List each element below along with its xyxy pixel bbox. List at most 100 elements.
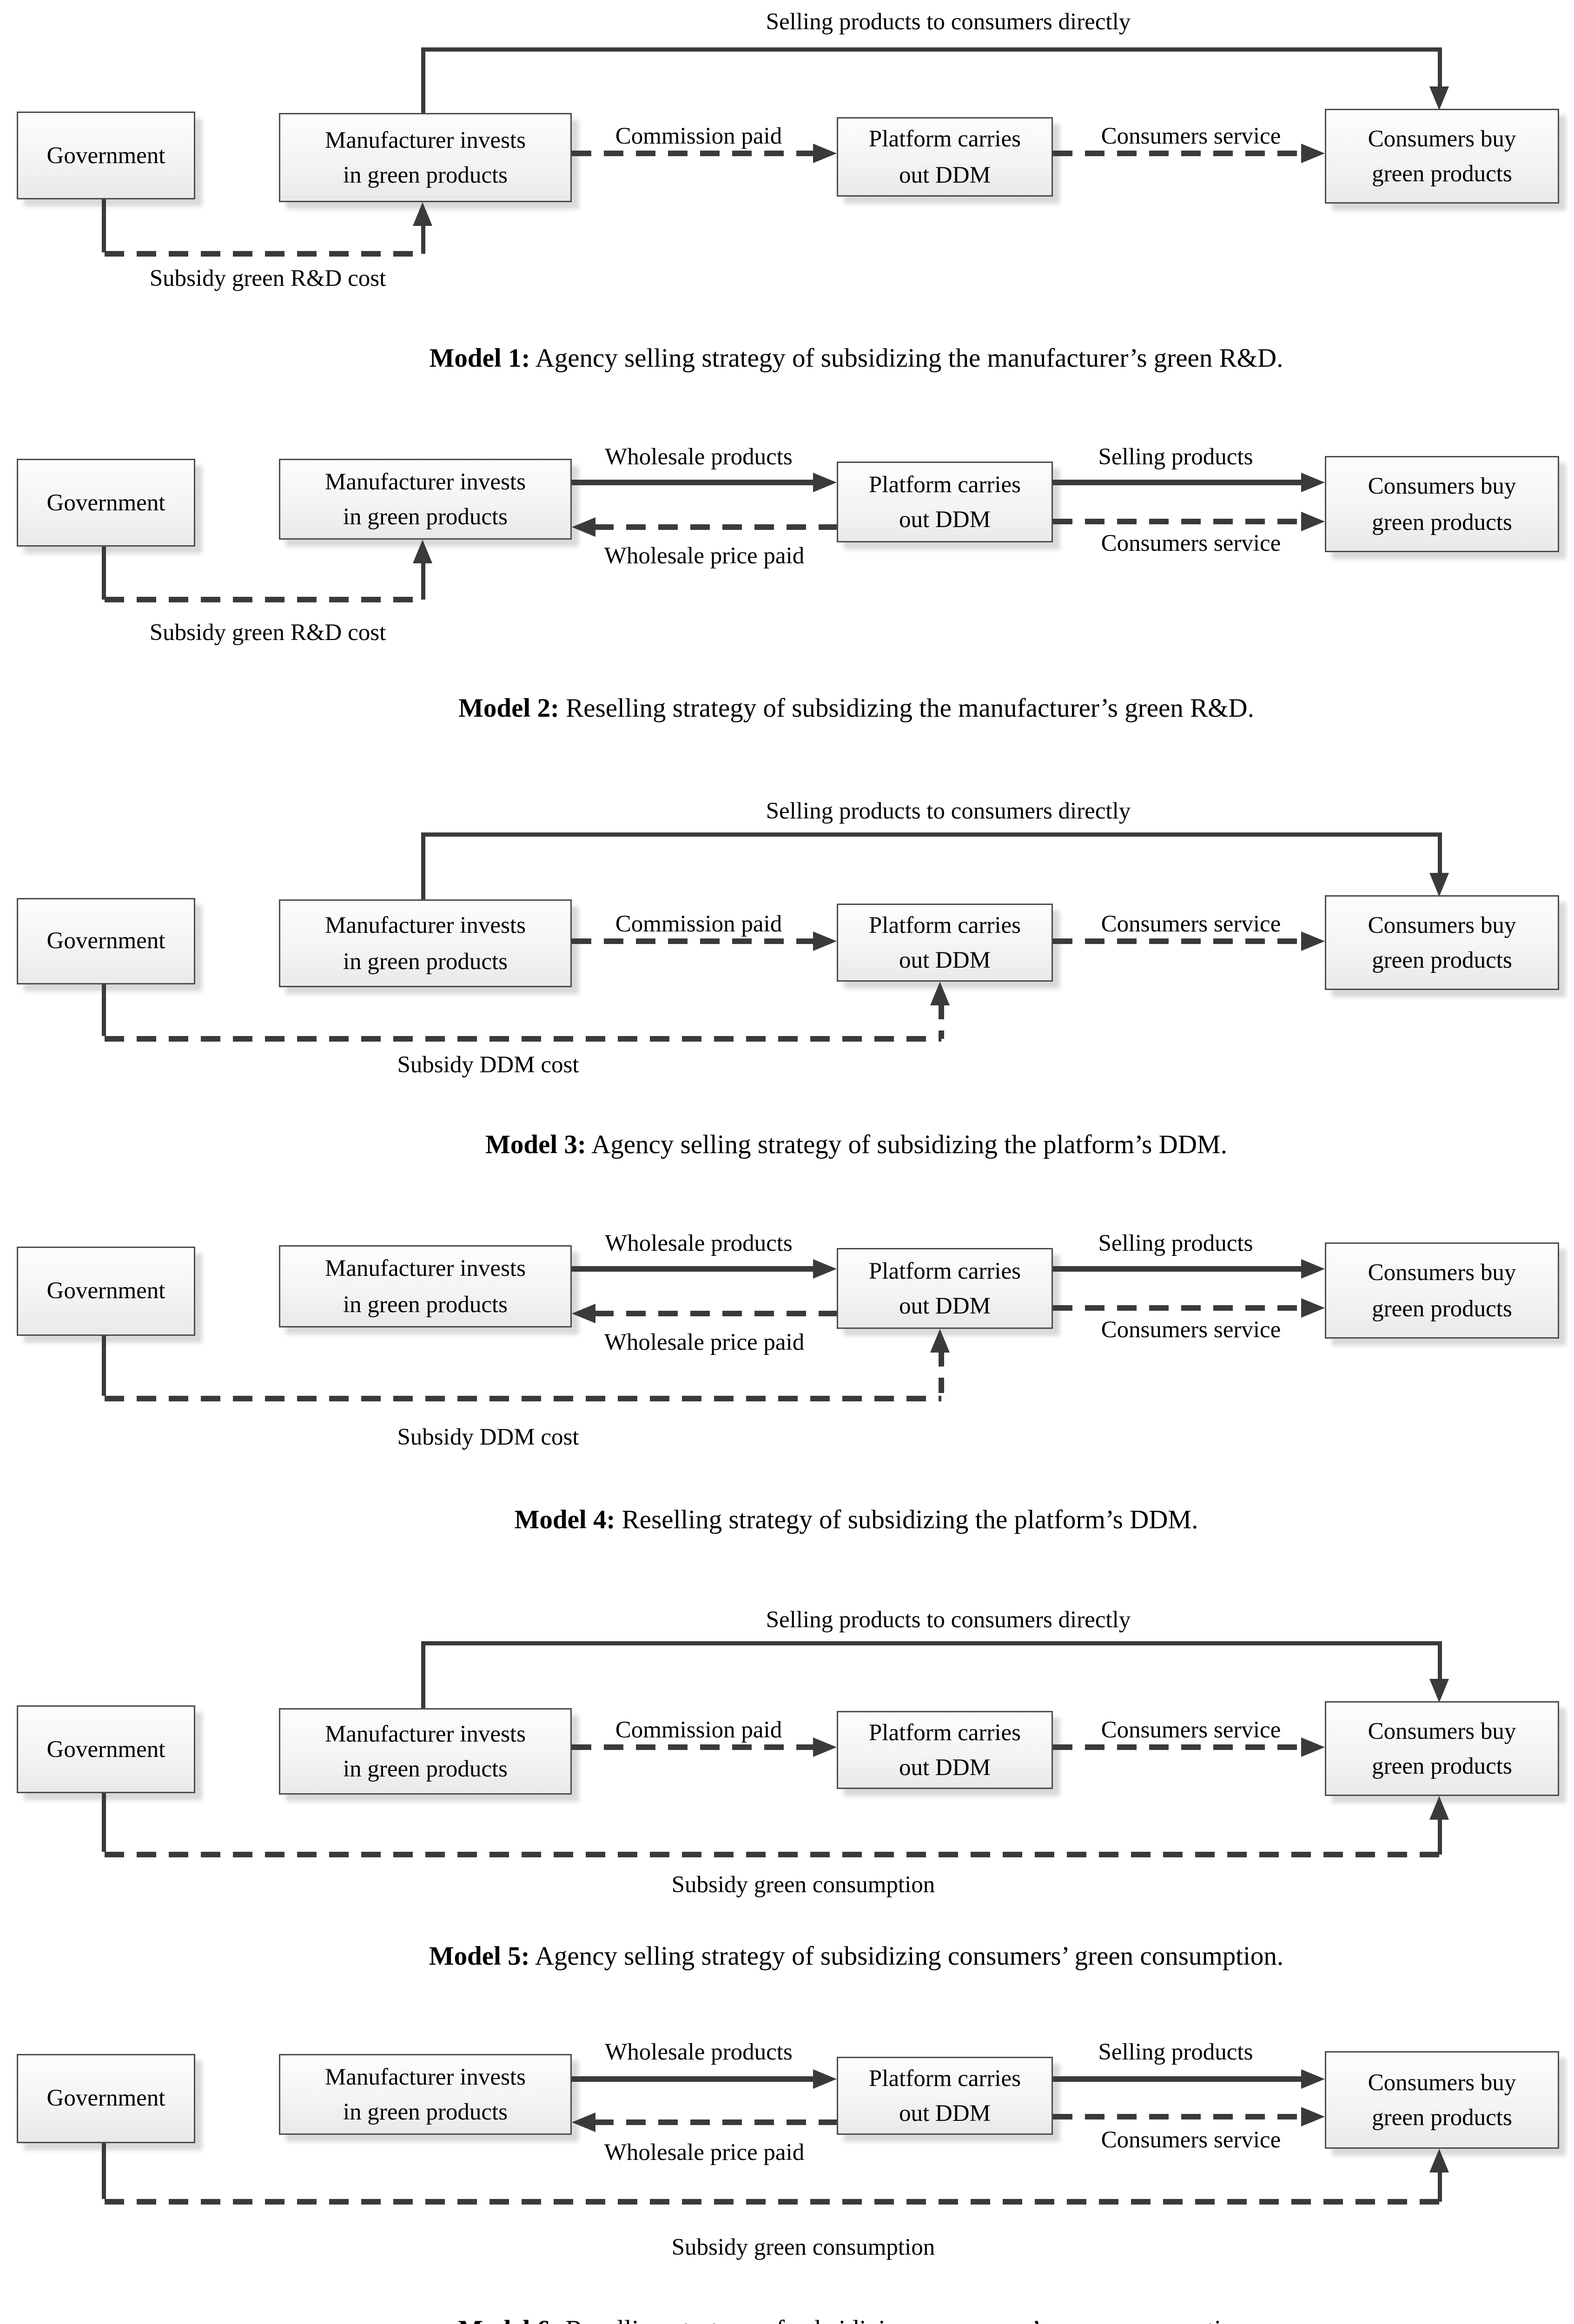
subsidy-dashed-shaft (939, 1004, 944, 1039)
subsidy-dashed-line (105, 251, 425, 257)
subsidy-arrow-shaft (1438, 2171, 1442, 2202)
subsidy-dashed-line (105, 1852, 1439, 1857)
consumers-label-line1: Consumers buy (1368, 911, 1516, 938)
manufacturer-label-line1: Manufacturer invests (325, 912, 526, 938)
model-4-caption-prefix: Model 4: (514, 1506, 615, 1535)
label-wholesale-products: Wholesale products (605, 2039, 793, 2065)
model-4-caption: Model 4: Reselling strategy of subsidizi… (159, 1506, 1554, 1537)
arrow-head-right (1301, 1298, 1325, 1318)
commission-dashed-arrow (572, 1744, 814, 1750)
label-subsidy-ddm: Subsidy DDM cost (397, 1424, 579, 1450)
consumers-service-dashed-arrow (1053, 1744, 1301, 1750)
arrow-head-right (813, 931, 837, 951)
model-2-caption-text: Reselling strategy of subsidizing the ma… (559, 694, 1254, 724)
manufacturer-label-line1: Manufacturer invests (325, 2063, 526, 2090)
consumers-box: Consumers buy green products (1325, 456, 1559, 552)
arrow-head-right (813, 144, 837, 163)
platform-box: Platform carries out DDM (837, 462, 1053, 542)
model-3-caption: Model 3: Agency selling strategy of subs… (159, 1131, 1554, 1162)
label-commission-paid: Commission paid (615, 1717, 782, 1743)
arrow-head-right (1301, 473, 1325, 492)
model-5-caption-text: Agency selling strategy of subsidizing c… (529, 1942, 1284, 1972)
subsidy-arrow-shaft (421, 562, 425, 600)
platform-box: Platform carries out DDM (837, 1711, 1053, 1789)
manufacturer-label-line1: Manufacturer invests (325, 1255, 526, 1281)
wholesale-price-dashed-arrow (594, 1311, 837, 1316)
label-consumers-service: Consumers service (1101, 2126, 1281, 2153)
model-3-caption-prefix: Model 3: (485, 1131, 586, 1160)
arrow-head-right (813, 2069, 837, 2089)
label-commission-paid: Commission paid (615, 911, 782, 937)
label-consumers-service: Consumers service (1101, 911, 1281, 937)
selling-direct-drop-manufacturer (421, 47, 425, 113)
government-subsidy-stub (102, 1336, 106, 1396)
manufacturer-box: Manufacturer invests in green products (279, 113, 572, 202)
commission-dashed-arrow (572, 151, 814, 156)
selling-direct-drop-consumers (1438, 47, 1442, 86)
wholesale-products-arrow (572, 1266, 814, 1272)
selling-direct-line (423, 1641, 1441, 1645)
arrow-head-up (930, 982, 950, 1005)
government-box: Government (17, 112, 195, 199)
subsidy-dashed-line (105, 597, 425, 602)
selling-direct-line (423, 832, 1441, 837)
wholesale-products-arrow (572, 2076, 814, 2082)
label-subsidy-consumption: Subsidy green consumption (671, 1871, 935, 1898)
government-box: Government (17, 2054, 195, 2143)
subsidy-arrow-shaft (421, 224, 425, 254)
label-wholesale-products: Wholesale products (605, 1230, 793, 1256)
selling-products-arrow (1053, 2076, 1303, 2082)
arrow-head-up (1429, 2149, 1449, 2172)
arrow-head-down (1429, 873, 1449, 897)
arrow-head-up (413, 202, 432, 226)
arrow-head-left (572, 2113, 595, 2132)
model-2-caption-prefix: Model 2: (458, 694, 559, 724)
consumers-service-dashed-arrow (1053, 938, 1301, 944)
label-consumers-service: Consumers service (1101, 530, 1281, 556)
manufacturer-label-line2: in green products (343, 947, 508, 974)
label-wholesale-price: Wholesale price paid (604, 542, 805, 569)
platform-label-line1: Platform carries (868, 470, 1021, 497)
consumers-box: Consumers buy green products (1325, 895, 1559, 990)
label-selling-direct: Selling products to consumers directly (766, 8, 1131, 35)
label-selling-direct: Selling products to consumers directly (766, 798, 1131, 824)
arrow-head-right (1301, 2107, 1325, 2126)
consumers-box: Consumers buy green products (1325, 1242, 1559, 1339)
platform-box: Platform carries out DDM (837, 1248, 1053, 1329)
consumers-label-line1: Consumers buy (1368, 1717, 1516, 1744)
label-selling-products: Selling products (1098, 2039, 1253, 2065)
label-subsidy-rd: Subsidy green R&D cost (149, 619, 386, 646)
consumers-service-dashed-arrow (1053, 519, 1301, 524)
model-1-caption-text: Agency selling strategy of subsidizing t… (530, 344, 1283, 374)
model-1-caption-prefix: Model 1: (429, 344, 530, 374)
label-subsidy-consumption: Subsidy green consumption (671, 2234, 935, 2260)
manufacturer-label-line2: in green products (343, 503, 508, 530)
government-subsidy-stub (102, 984, 106, 1036)
manufacturer-label-line1: Manufacturer invests (325, 1720, 526, 1747)
label-wholesale-price: Wholesale price paid (604, 2139, 805, 2166)
manufacturer-box: Manufacturer invests in green products (279, 1245, 572, 1327)
consumers-label-line2: green products (1372, 947, 1512, 973)
government-subsidy-stub (102, 547, 106, 600)
model-3-caption-text: Agency selling strategy of subsidizing t… (586, 1131, 1227, 1160)
consumers-box: Consumers buy green products (1325, 2051, 1559, 2149)
label-subsidy-ddm: Subsidy DDM cost (397, 1051, 579, 1078)
subsidy-dashed-line (105, 1396, 941, 1401)
platform-label-line1: Platform carries (868, 1257, 1021, 1284)
selling-direct-drop-manufacturer (421, 1641, 425, 1708)
platform-label-line1: Platform carries (868, 125, 1021, 152)
model-6-caption-text: Reselling strategy of subsidizing consum… (559, 2316, 1254, 2324)
manufacturer-label-line1: Manufacturer invests (325, 126, 526, 153)
consumers-label-line2: green products (1372, 2104, 1512, 2131)
manufacturer-box: Manufacturer invests in green products (279, 459, 572, 540)
platform-label-line1: Platform carries (868, 911, 1021, 938)
government-box: Government (17, 898, 195, 984)
platform-label-line2: out DDM (899, 161, 991, 188)
platform-box: Platform carries out DDM (837, 2057, 1053, 2135)
label-wholesale-products: Wholesale products (605, 443, 793, 470)
consumers-label-line1: Consumers buy (1368, 2068, 1516, 2095)
selling-direct-drop-consumers (1438, 832, 1442, 873)
platform-label-line2: out DDM (899, 1754, 991, 1781)
arrow-head-down (1429, 86, 1449, 110)
